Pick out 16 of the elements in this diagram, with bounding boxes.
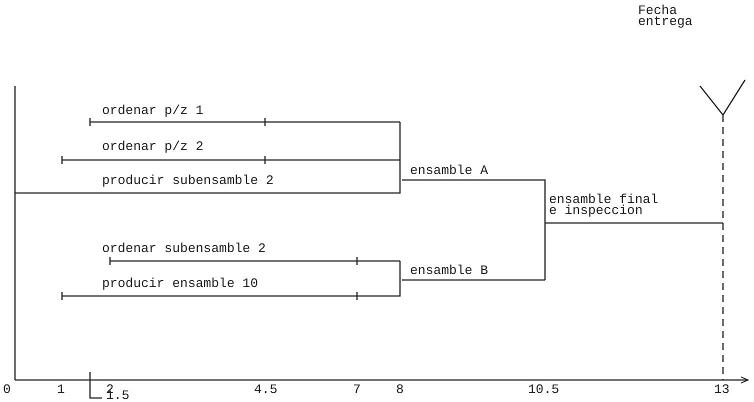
- activity-label: ordenar subensamble 2: [102, 242, 266, 256]
- activity-label: ordenar p/z 1: [102, 104, 204, 118]
- axis-tick-label: 1: [57, 383, 65, 397]
- axis-tick-label: 13: [714, 383, 730, 397]
- axis-tick-label: 4.5: [254, 383, 278, 397]
- due-date-label: Fecha entrega: [638, 5, 694, 27]
- activity-label: producir ensamble 10: [102, 277, 258, 291]
- activity-label: producir subensamble 2: [102, 174, 274, 188]
- axis-tick-label: 0: [3, 383, 11, 397]
- activity-label: ensamble A: [410, 164, 488, 178]
- activity-label: ensamble final e inspeccion: [549, 194, 660, 216]
- axis-tick-label: 7: [353, 383, 361, 397]
- axis-tick-label: 8: [396, 383, 404, 397]
- activity-label: ordenar p/z 2: [102, 140, 204, 154]
- activity-label: ensamble B: [410, 264, 488, 278]
- axis-tick-label: 10.5: [528, 383, 560, 397]
